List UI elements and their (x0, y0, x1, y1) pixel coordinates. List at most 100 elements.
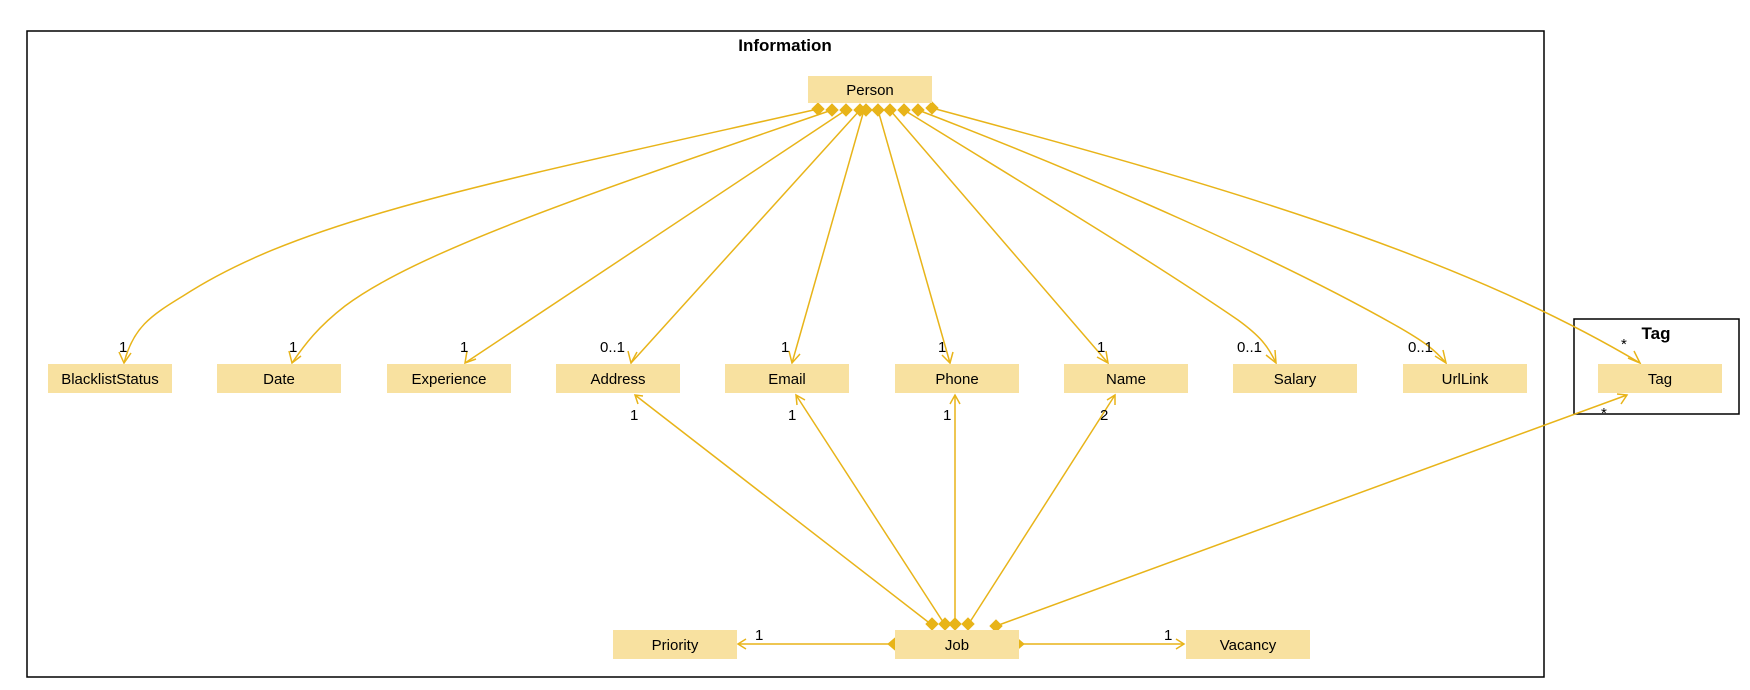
package-title-tag: Tag (1642, 324, 1671, 343)
class-box-experience (387, 364, 511, 393)
arrowhead-job-name (1106, 393, 1116, 405)
class-box-date (217, 364, 341, 393)
edge-person-urllink (917, 109, 1447, 364)
arrowhead-vacancy (1175, 638, 1186, 650)
class-priority: Priority (613, 630, 737, 659)
mult-job-phone: 1 (943, 407, 951, 424)
class-name: Name (1064, 364, 1188, 393)
arrowhead-date (288, 350, 302, 365)
mult-job-email: 1 (788, 407, 796, 424)
edge-job-address (634, 394, 933, 626)
package-frame-tag (1573, 318, 1740, 415)
edge-job-tag (995, 394, 1628, 627)
class-label-urllink: UrlLink (1442, 371, 1489, 388)
mult-job-priority: 1 (755, 627, 763, 644)
class-label-blacklist-status: BlacklistStatus (61, 371, 159, 388)
class-label-person: Person (846, 82, 894, 99)
edge-job-name (967, 394, 1116, 626)
edge-person-name (889, 109, 1109, 364)
class-label-tag: Tag (1648, 371, 1672, 388)
class-label-date: Date (263, 371, 295, 388)
arrowhead-name (1096, 350, 1109, 365)
package-title-information: Information (738, 36, 832, 55)
mult-job-vacancy: 1 (1164, 627, 1172, 644)
edge-person-phone (877, 109, 951, 364)
mult-job-name: 2 (1100, 407, 1108, 424)
arrowhead-experience (464, 350, 477, 365)
class-box-tag (1598, 364, 1722, 393)
diamond-person-experience (839, 103, 853, 117)
arrowhead-blacklist (118, 351, 132, 365)
edge-person-email (791, 109, 865, 364)
mult-person-salary: 0..1 (1237, 339, 1262, 356)
class-label-email: Email (768, 371, 806, 388)
diamond-person-salary (897, 103, 911, 117)
class-tag: Tag (1598, 364, 1722, 393)
class-label-job: Job (945, 637, 969, 654)
mult-person-blacklist: 1 (119, 339, 127, 356)
arrowhead-address (627, 350, 638, 366)
class-box-job (895, 630, 1019, 659)
class-box-address (556, 364, 680, 393)
class-job: Job (895, 630, 1019, 659)
edge-person-blacklist (123, 108, 819, 364)
diamond-person-email (859, 103, 873, 117)
arrowhead-job-tag (1616, 393, 1629, 405)
class-vacancy: Vacancy (1186, 630, 1310, 659)
package-frame-information (26, 30, 1545, 678)
mult-person-name: 1 (1097, 339, 1105, 356)
class-box-blacklist-status (48, 364, 172, 393)
package-tag: Tag (1573, 318, 1740, 415)
class-label-vacancy: Vacancy (1220, 637, 1277, 654)
class-box-urllink (1403, 364, 1527, 393)
class-urllink: UrlLink (1403, 364, 1527, 393)
class-box-phone (895, 364, 1019, 393)
mult-person-phone: 1 (938, 339, 946, 356)
arrowhead-email (788, 350, 801, 365)
mult-job-tag: * (1601, 405, 1607, 422)
edge-job-email (795, 394, 946, 626)
arrowhead-phone (941, 351, 954, 365)
class-box-name (1064, 364, 1188, 393)
diamond-person-date (825, 103, 839, 117)
edge-person-address (630, 109, 861, 364)
diamond-person-urllink (911, 103, 925, 117)
class-box-email (725, 364, 849, 393)
multiplicities: 1 1 1 0..1 1 1 1 0..1 0..1 * 1 1 1 2 * 1… (119, 336, 1627, 644)
class-salary: Salary (1233, 364, 1357, 393)
edge-person-experience (464, 109, 847, 364)
arrowheads (118, 349, 1642, 650)
class-box-priority (613, 630, 737, 659)
mult-person-tag: * (1621, 336, 1627, 353)
diamond-person-tag (925, 101, 939, 115)
mult-person-email: 1 (781, 339, 789, 356)
mult-person-urllink: 0..1 (1408, 339, 1433, 356)
class-date: Date (217, 364, 341, 393)
class-label-experience: Experience (411, 371, 486, 388)
class-blacklist-status: BlacklistStatus (48, 364, 172, 393)
diamond-person-phone (871, 103, 885, 117)
mult-job-address: 1 (630, 407, 638, 424)
mult-person-experience: 1 (460, 339, 468, 356)
mult-person-address: 0..1 (600, 339, 625, 356)
diamond-person-blacklist (811, 102, 825, 116)
class-label-priority: Priority (652, 637, 699, 654)
diamond-job-address (925, 617, 939, 631)
arrowhead-salary (1265, 349, 1277, 365)
arrowhead-job-address (633, 394, 644, 405)
class-person: Person (808, 76, 932, 103)
arrowhead-tag-person (1627, 350, 1642, 365)
class-experience: Experience (387, 364, 511, 393)
class-label-name: Name (1106, 371, 1146, 388)
arrowhead-job-phone (949, 393, 961, 405)
arrowhead-urllink (1434, 349, 1448, 365)
edge-person-tag (931, 107, 1641, 364)
composition-diamonds (811, 101, 1025, 651)
associations (123, 107, 1641, 645)
class-label-address: Address (590, 371, 645, 388)
edge-person-date (291, 109, 833, 364)
class-label-salary: Salary (1274, 371, 1317, 388)
package-information: Information (26, 30, 1545, 678)
diamond-person-name (883, 103, 897, 117)
